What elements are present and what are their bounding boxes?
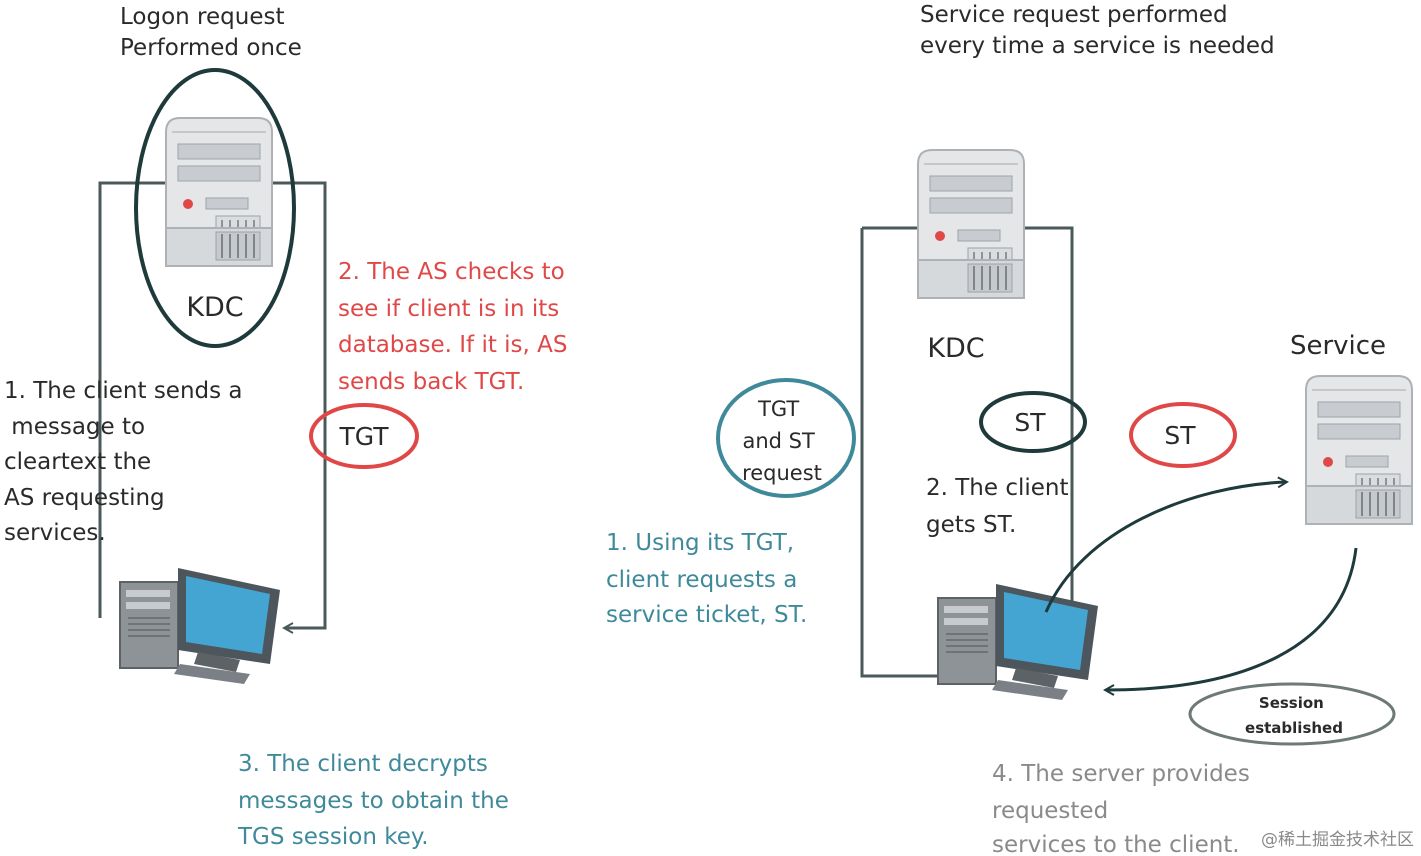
client-to-service-arrow bbox=[1044, 482, 1286, 613]
right-header: Service request performed every time a s… bbox=[920, 2, 1275, 59]
left-step3-text: 3. The client decrypts messages to obtai… bbox=[237, 751, 516, 850]
watermark: @稀土掘金技术社区 bbox=[1261, 830, 1414, 850]
left-panel: Logon request Performed once KDC TGT 1. … bbox=[4, 4, 575, 850]
service-to-client-arrow bbox=[1106, 547, 1358, 690]
left-flow-line bbox=[98, 181, 327, 628]
request-bubble-text: TGT and ST request bbox=[742, 397, 822, 485]
tgt-st-request-oval bbox=[716, 378, 856, 498]
right-step2-text: 2. The client gets ST. bbox=[926, 475, 1076, 538]
left-header: Logon request Performed once bbox=[120, 4, 302, 61]
st-label-red: ST bbox=[1164, 421, 1196, 450]
right-flow-line-left bbox=[860, 228, 938, 678]
kdc-oval bbox=[134, 68, 296, 348]
kdc-label: KDC bbox=[186, 292, 243, 323]
service-server-icon bbox=[1305, 375, 1413, 525]
server-icon bbox=[165, 117, 273, 267]
session-text: Session established bbox=[1245, 694, 1343, 737]
st-oval-dark bbox=[979, 391, 1087, 453]
tgt-label: TGT bbox=[338, 422, 389, 451]
kdc-label-right: KDC bbox=[927, 333, 984, 364]
kdc-server-icon bbox=[917, 149, 1025, 299]
computer-icon bbox=[119, 567, 281, 685]
left-step2-text: 2. The AS checks to see if client is in … bbox=[338, 259, 575, 395]
client-computer-icon bbox=[937, 583, 1099, 701]
left-step1-text: 1. The client sends a message to clearte… bbox=[4, 378, 250, 546]
service-label: Service bbox=[1290, 331, 1386, 361]
right-panel: Service request performed every time a s… bbox=[606, 2, 1414, 856]
tgt-oval bbox=[309, 403, 419, 469]
st-label-dark: ST bbox=[1014, 408, 1046, 437]
session-oval bbox=[1188, 682, 1396, 746]
st-oval-red bbox=[1129, 402, 1237, 468]
right-step4-text: 4. The server provides requested service… bbox=[992, 761, 1257, 856]
right-step1-text: 1. Using its TGT, client requests a serv… bbox=[606, 530, 807, 628]
